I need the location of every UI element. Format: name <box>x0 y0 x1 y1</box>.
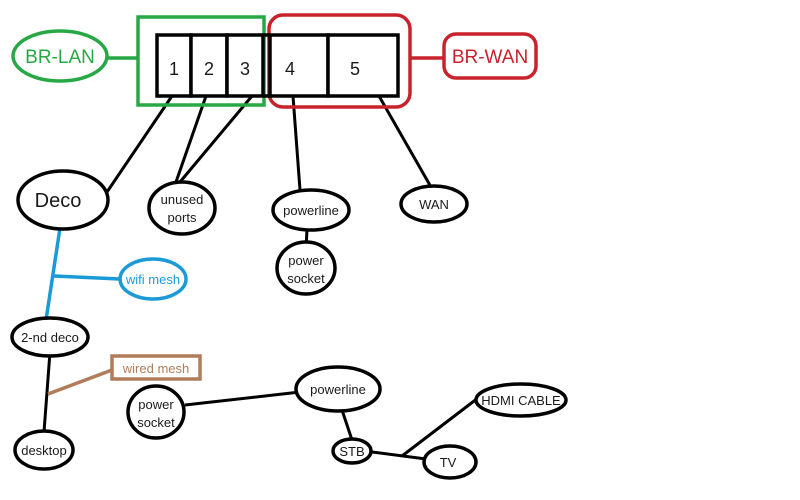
edge-socket-powerline <box>184 390 301 407</box>
deco-ellipse <box>16 169 110 231</box>
router-ports: 1 2 3 4 5 <box>155 33 400 98</box>
node-power-socket-bottom: power socket <box>126 384 186 440</box>
wifi-mesh-ellipse <box>118 257 188 301</box>
connectors <box>42 56 479 461</box>
port-4-label: 4 <box>285 59 295 79</box>
edge-stb-tv <box>371 450 427 461</box>
node-desktop: desktop <box>13 429 75 471</box>
unused-ports-label-line2: ports <box>168 210 197 225</box>
port-2 <box>189 33 229 98</box>
stb-ellipse <box>331 437 373 465</box>
edge-port4-powerline <box>291 95 302 191</box>
hdmi-cable-label: HDMI CABLE <box>481 393 561 408</box>
node-hdmi-cable: HDMI CABLE <box>474 382 568 418</box>
edge-2nddeco-desktop <box>42 351 52 433</box>
node-deco: Deco <box>16 169 110 231</box>
powerline-bottom-ellipse <box>294 365 382 413</box>
port-5-label: 5 <box>350 59 360 79</box>
hdmi-cable-ellipse <box>474 382 568 418</box>
port-3-label: 3 <box>240 59 250 79</box>
power-socket-top-line2: socket <box>287 271 325 286</box>
power-socket-top-ellipse <box>275 240 337 296</box>
deco-label: Deco <box>35 190 82 212</box>
node-unused-ports: unused ports <box>147 180 217 236</box>
wifi-mesh-label: wifi mesh <box>125 272 180 287</box>
port-1 <box>155 33 193 98</box>
power-socket-bottom-line2: socket <box>137 415 175 430</box>
edge-deco-2nddeco-wifi <box>44 227 62 321</box>
wan-ellipse <box>399 184 469 224</box>
br-wan-bubble <box>442 32 538 80</box>
desktop-label: desktop <box>21 443 67 458</box>
edge-port2-unused <box>174 95 208 183</box>
node-power-socket-top: power socket <box>275 240 337 296</box>
edge-wired-mesh-branch <box>47 368 113 396</box>
tv-ellipse <box>422 444 478 480</box>
node-2nd-deco: 2-nd deco <box>10 316 90 358</box>
node-tv: TV <box>422 444 478 480</box>
powerline-bottom-label: powerline <box>310 382 366 397</box>
br-lan-bubble <box>11 29 109 83</box>
edge-port5-wan <box>377 95 433 188</box>
wired-mesh-label: wired mesh <box>122 361 189 376</box>
node-powerline-bottom: powerline <box>294 365 382 413</box>
2nd-deco-label: 2-nd deco <box>21 330 79 345</box>
tv-label: TV <box>440 455 457 470</box>
edge-powerline-stb <box>340 409 354 441</box>
port-2-label: 2 <box>204 59 214 79</box>
power-socket-bottom-ellipse <box>126 384 186 440</box>
br-lan-group: BR-LAN <box>11 15 266 107</box>
unused-ports-label-line1: unused <box>161 192 204 207</box>
node-powerline-top: powerline <box>271 188 351 232</box>
edge-stb-hdmi <box>401 396 479 458</box>
port-4 <box>268 33 330 98</box>
stb-label: STB <box>339 444 364 459</box>
node-wan: WAN <box>399 184 469 224</box>
br-lan-label: BR-LAN <box>25 47 95 68</box>
port-1-label: 1 <box>169 59 179 79</box>
node-stb: STB <box>331 437 373 465</box>
unused-ports-ellipse <box>147 180 217 236</box>
node-wifi-mesh: wifi mesh <box>118 257 188 301</box>
wan-label: WAN <box>419 197 449 212</box>
powerline-top-label: powerline <box>283 203 339 218</box>
node-wired-mesh: wired mesh <box>110 354 202 381</box>
edge-wifi-mesh-branch <box>53 274 121 281</box>
powerline-top-ellipse <box>271 188 351 232</box>
port-3 <box>225 33 265 98</box>
desktop-ellipse <box>13 429 75 471</box>
2nd-deco-ellipse <box>10 316 90 358</box>
power-socket-top-line1: power <box>288 253 324 268</box>
port-5 <box>326 33 400 98</box>
edge-port3-unused <box>178 95 254 183</box>
power-socket-bottom-line1: power <box>138 397 174 412</box>
edge-port1-deco <box>105 95 174 193</box>
wired-mesh-box <box>110 354 202 381</box>
br-wan-label: BR-WAN <box>452 47 528 68</box>
